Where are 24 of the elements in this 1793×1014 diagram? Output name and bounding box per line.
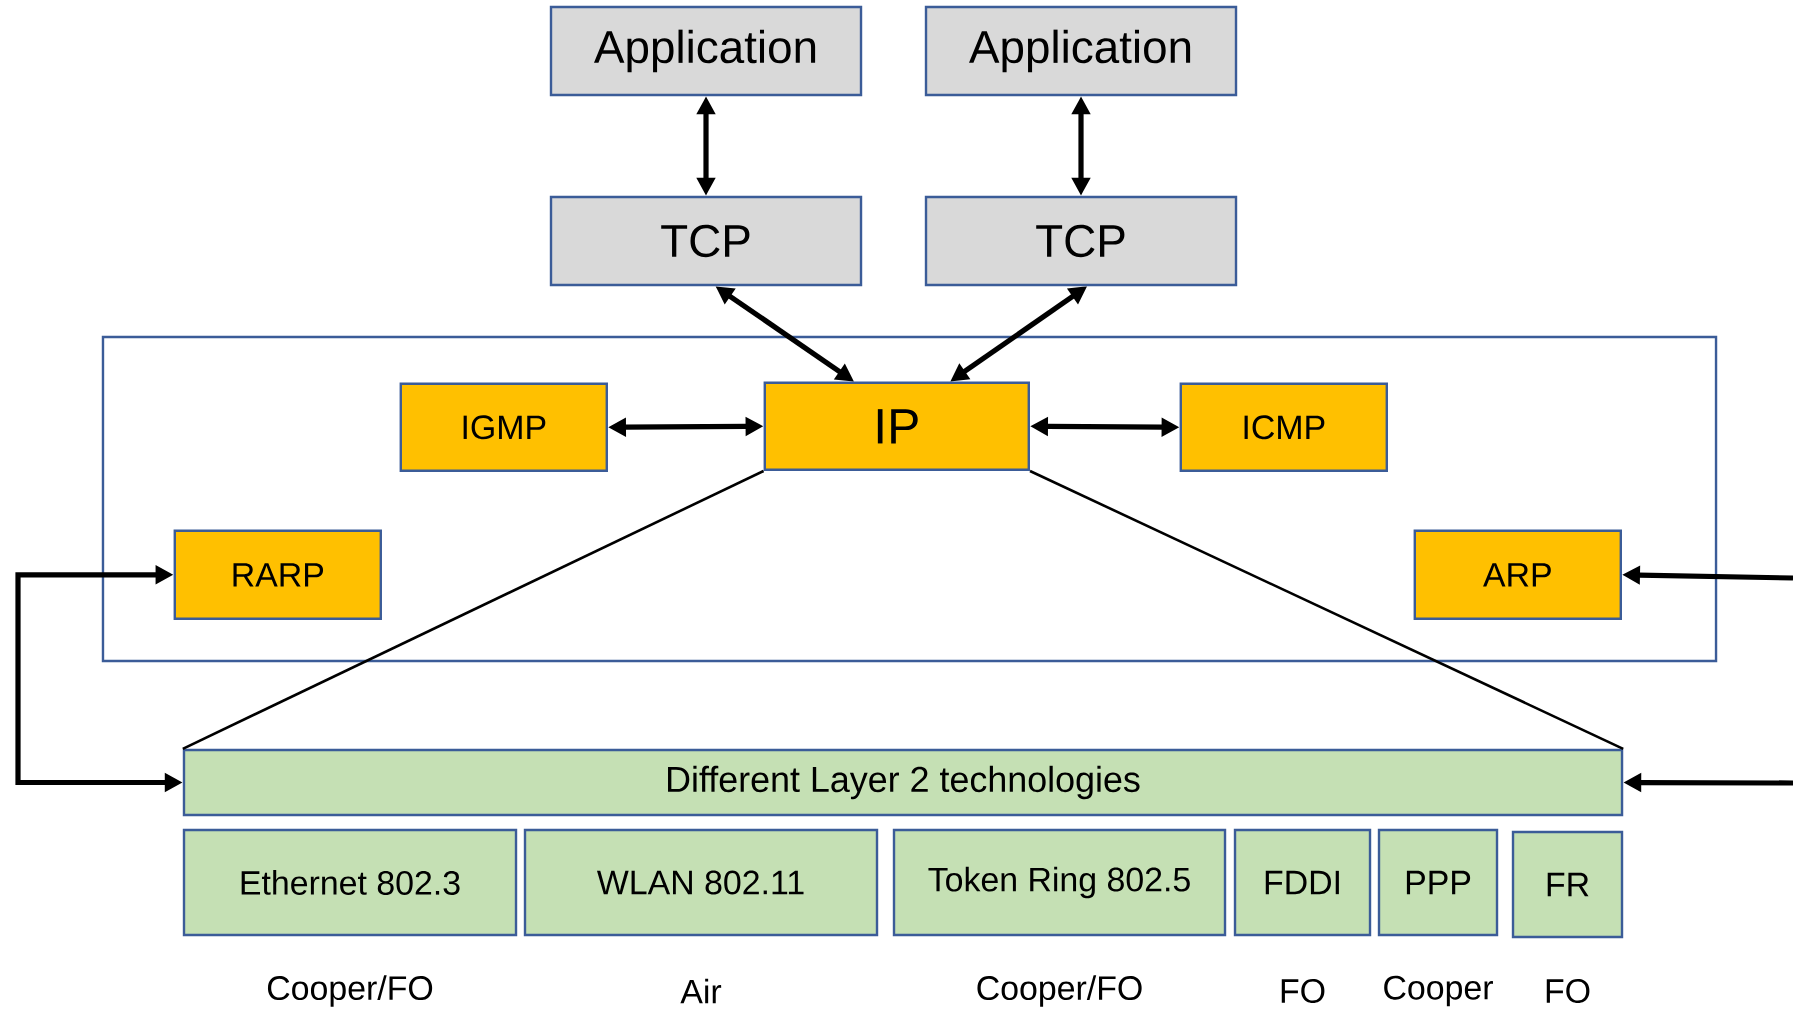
protocol-box: ICMP [1179,382,1388,472]
technology-box: PPP [1377,828,1499,937]
technology-box: FDDI [1233,828,1372,937]
technology-box: FR [1511,830,1624,939]
technology-bar: Different Layer 2 technologies [182,748,1624,817]
layer-box: TCP [924,195,1238,287]
protocol-box: IP [763,381,1030,471]
layer-box: TCP [549,195,863,287]
technology-box: Token Ring 802.5 [892,828,1227,937]
connector-line [182,469,765,750]
layer-box: Application [549,5,863,97]
medium-label: Cooper [1384,975,1493,1007]
medium-label: FO [1546,979,1590,1003]
technology-box: WLAN 802.11 [523,828,879,937]
medium-label: Cooper/FO [977,975,1142,1007]
medium-label: Air [680,978,722,1004]
connector-line [1029,469,1624,750]
medium-label: Cooper/FO [267,975,433,1007]
layer-box: Application [924,5,1238,97]
protocol-box: IGMP [399,382,608,472]
medium-label: FO [1281,979,1325,1003]
protocol-box: RARP [173,529,382,620]
protocol-box: ARP [1413,529,1622,620]
technology-box: Ethernet 802.3 [182,828,518,937]
